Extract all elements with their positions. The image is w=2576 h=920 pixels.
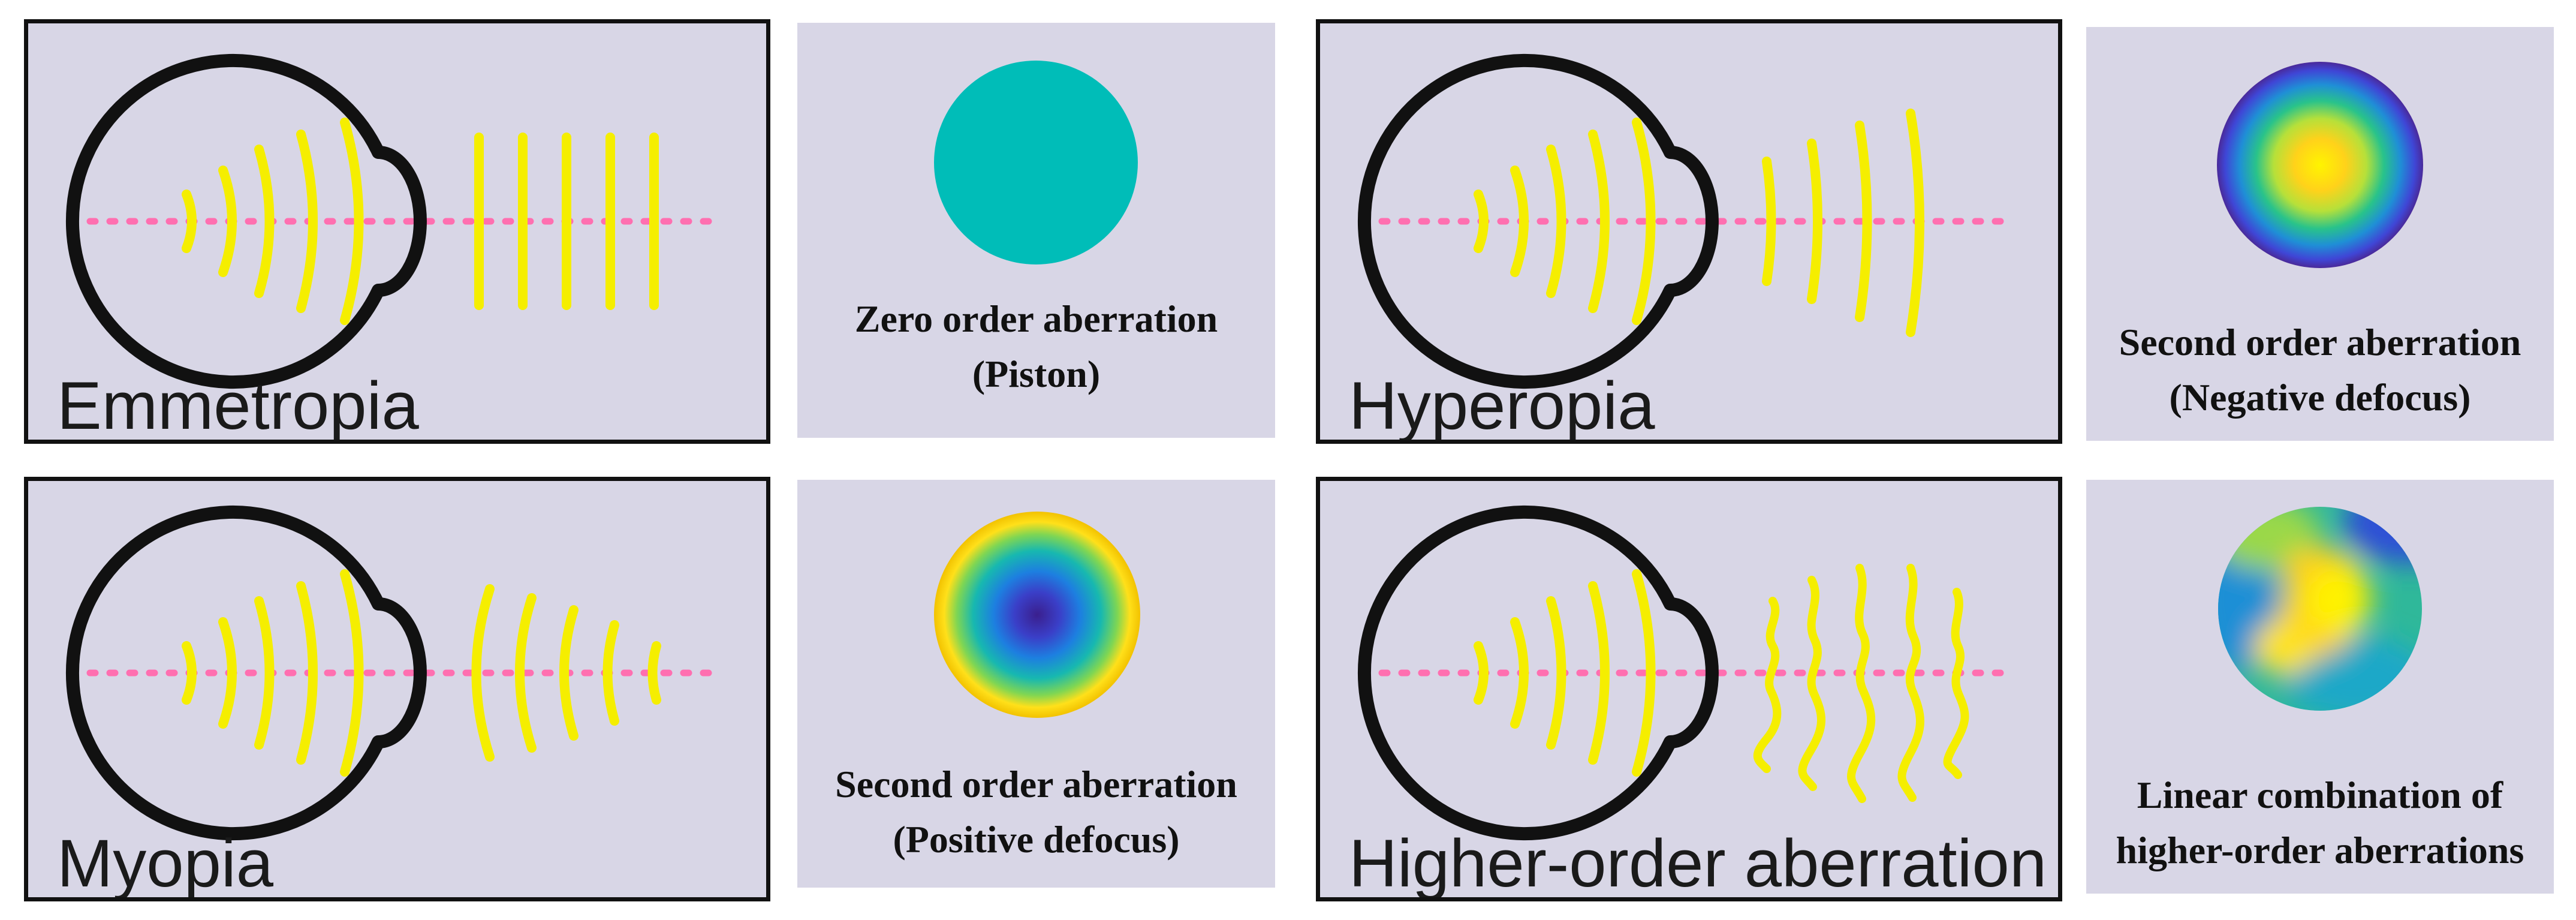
inner-wavefronts (182, 118, 364, 325)
eye-condition-label: Higher-order aberration (1349, 826, 2047, 901)
diverging-wavefronts (1762, 109, 1924, 337)
aberration-caption: Linear combination of higher-order aberr… (2116, 774, 2524, 871)
aberration-map (934, 61, 1138, 264)
aberration-caption: Zero order aberration (Piston) (854, 297, 1218, 395)
eye-outline (1358, 506, 1719, 840)
eye-outline (66, 54, 427, 389)
higher-order-map-panel: Linear combination of higher-order aberr… (2086, 480, 2554, 894)
eye-condition-label: Hyperopia (1349, 368, 1655, 443)
eye-outline (66, 506, 427, 840)
positive-defocus-disk (934, 512, 1140, 718)
aberration-map (934, 512, 1140, 718)
piston-map-panel: Zero order aberration (Piston) (797, 23, 1275, 438)
emmetropia-eye-diagram (66, 54, 721, 389)
plane-wavefronts (474, 133, 659, 310)
higher-order-aberration-panel: Higher-order aberration (1316, 477, 2062, 901)
myopia-eye-diagram (66, 506, 721, 840)
eye-condition-label: Myopia (57, 826, 274, 901)
eye-outline (1358, 54, 1719, 389)
irregular-wavefronts (1753, 564, 1969, 803)
negative-defocus-map-panel: Second order aberration (Negative defocu… (2086, 27, 2554, 441)
myopia-panel: Myopia (24, 477, 770, 901)
emmetropia-panel: Emmetropia (24, 19, 770, 444)
positive-defocus-map-panel: Second order aberration (Positive defocu… (797, 480, 1275, 888)
inner-wavefronts (182, 569, 364, 777)
aberration-map (2218, 507, 2422, 711)
uniform-wavefront-disk (934, 61, 1138, 264)
hyperopia-eye-diagram (1358, 54, 2013, 389)
eye-condition-label: Emmetropia (57, 368, 419, 443)
negative-defocus-disk (2217, 62, 2423, 268)
inner-wavefronts (1474, 118, 1656, 325)
converging-wavefronts (471, 584, 661, 762)
higher-order-eye-diagram (1358, 506, 2013, 840)
aberration-map (2217, 62, 2423, 268)
higher-order-disk (2218, 507, 2422, 711)
inner-wavefronts (1474, 569, 1656, 777)
hyperopia-panel: Hyperopia (1316, 19, 2062, 444)
aberration-caption: Second order aberration (Positive defocu… (835, 763, 1237, 861)
aberration-caption: Second order aberration (Negative defocu… (2119, 321, 2521, 419)
